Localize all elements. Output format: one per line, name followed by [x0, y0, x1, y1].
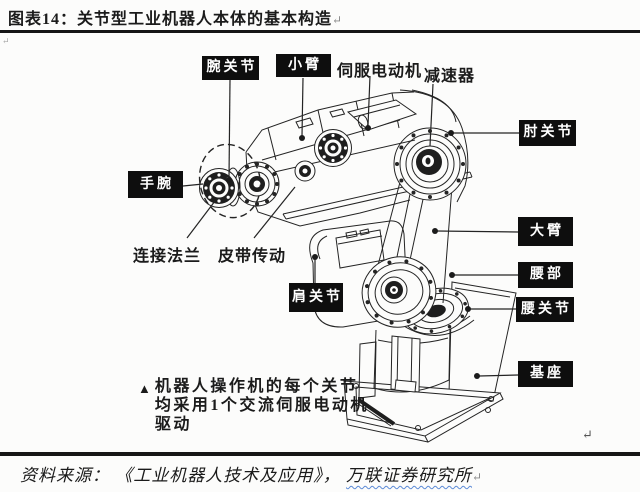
figure-title: 图表14：关节型工业机器人本体的基本构造↵	[8, 5, 343, 29]
source-org: 万联证券研究所	[346, 466, 472, 485]
top-divider-rule	[0, 30, 640, 33]
torso-column	[358, 327, 451, 399]
body-return-mark: ↵	[582, 427, 593, 442]
bottom-divider-rule	[0, 452, 640, 456]
label-hand: 手腕	[128, 171, 183, 198]
source-line: 资料来源： 《工业机器人技术及应用》， 万联证券研究所↵	[20, 461, 483, 486]
base-plate	[343, 380, 504, 443]
label-elbow-joint: 肘关节	[519, 120, 576, 146]
label-servo-motor: 伺服电动机	[337, 63, 423, 80]
figure-title-text: 图表14：关节型工业机器人本体的基本构造	[8, 11, 333, 28]
belt-pulley	[294, 160, 316, 182]
wrist-assembly	[198, 129, 352, 219]
mounting-flange	[199, 167, 241, 208]
label-base: 基座	[518, 361, 573, 387]
label-upper-arm: 大臂	[518, 217, 573, 246]
note-bullet-icon: ▲	[138, 381, 151, 396]
source-label: 资料来源：	[20, 466, 110, 485]
wrist-bearing	[234, 161, 280, 207]
top-left-return-mark: ↵	[2, 36, 10, 46]
forearm-housing	[245, 91, 418, 227]
note-text: 机器人操作机的每个关节 均采用1个交流伺服电动机 驱动	[155, 377, 369, 434]
note-line-3: 驱动	[154, 416, 192, 433]
label-forearm: 小臂	[276, 54, 331, 77]
leader-lines	[182, 75, 519, 379]
label-shoulder-joint: 肩关节	[289, 283, 343, 312]
note-line-1: 机器人操作机的每个关节	[154, 378, 359, 395]
label-waist: 腰部	[518, 262, 573, 288]
title-return-mark: ↵	[332, 13, 344, 27]
figure-note: ▲ 机器人操作机的每个关节 均采用1个交流伺服电动机 驱动	[138, 377, 369, 434]
note-line-2: 均采用1个交流伺服电动机	[154, 397, 369, 414]
label-wrist-joint: 腕关节	[202, 56, 259, 80]
shoulder-joint-disc	[361, 256, 437, 328]
source-return-mark: ↵	[472, 470, 484, 484]
label-connecting-flange: 连接法兰	[133, 248, 202, 265]
label-belt-drive: 皮带传动	[218, 248, 287, 265]
elbow-joint-disc	[393, 89, 469, 203]
label-reducer: 减速器	[424, 68, 476, 85]
wrist-dashed-circle	[198, 143, 262, 219]
source-book: 《工业机器人技术及应用》，	[115, 466, 341, 485]
wrist-pitch-flange	[314, 129, 352, 167]
label-waist-joint: 腰关节	[516, 297, 574, 322]
